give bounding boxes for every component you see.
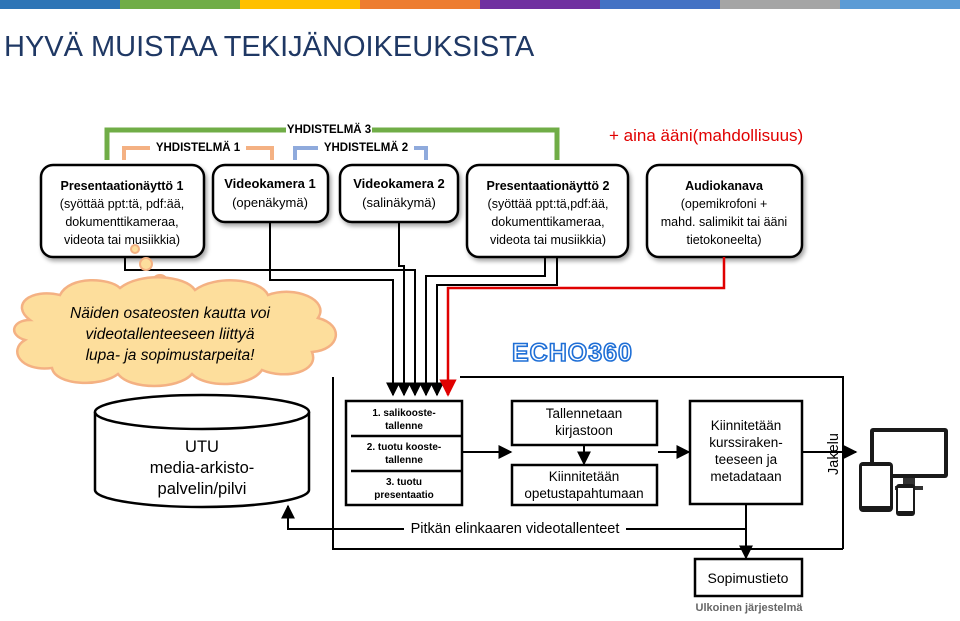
echo-frame-right: [460, 376, 844, 549]
text-line: Näiden osateosten kautta voi: [70, 305, 270, 322]
text-line: Presentaationäyttö 1: [61, 179, 184, 193]
attach-event-box: [510, 463, 659, 507]
video-camera-1-text: Videokamera 1 (openäkymä): [224, 176, 316, 210]
text-line: opetustapahtumaan: [524, 486, 643, 501]
text-line: videotallenteeseen liittyä: [86, 326, 255, 343]
accent-stripe: [0, 0, 121, 9]
presentation-screen-1-text: Presentaationäyttö 1 (syöttää ppt:tä, pdf…: [60, 179, 184, 247]
audio-arrow: [439, 257, 726, 397]
echo360-logo: ECHO360: [512, 339, 633, 367]
recordings-stack: 1. salikooste-tallenne 2. tuotu kooste-t…: [344, 399, 464, 507]
text-line: palvelin/pilvi: [158, 480, 247, 498]
text-line: kurssiraken-: [709, 435, 783, 450]
long-term-recordings-label: Pitkän elinkaaren videotallenteet: [411, 521, 620, 537]
accent-stripe: [720, 0, 841, 9]
text-line: teeseen ja: [715, 452, 778, 467]
text-line: tallenne: [385, 421, 423, 432]
distribution-label: Jakelu: [826, 433, 842, 475]
text-line: Audiokanava: [685, 179, 764, 193]
page-title: HYVÄ MUISTAA TEKIJÄNOIKEUKSISTA: [4, 31, 535, 63]
text-line: 1. salikooste-: [372, 408, 435, 419]
echo-frame-left: [332, 377, 843, 550]
audio-channel-text: Audiokanava (opemikrofoni + mahd. salimiki…: [661, 179, 787, 247]
accent-stripes: [0, 0, 960, 9]
text-line: videota tai musiikkia): [490, 233, 606, 247]
text-line: (syöttää ppt:tä, pdf:ää,: [60, 197, 184, 211]
text-line: Kiinnitetään: [549, 469, 620, 484]
video-camera-1-box: [211, 163, 330, 224]
source-connectors: [124, 222, 726, 397]
audio-note: + aina ääni(mahdollisuus): [609, 126, 803, 145]
recording-2: 2. tuotu kooste-tallenne: [367, 442, 441, 466]
text-line: 3. tuotu: [386, 477, 422, 488]
contract-info: Sopimustieto Ulkoinen järjestelmä: [693, 557, 804, 614]
process-arrows: Pitkän elinkaaren videotallenteet: [281, 445, 858, 560]
combo3-label: YHDISTELMÄ 3: [287, 123, 371, 136]
devices-icon: [859, 428, 948, 516]
archive-label: UTU media-arkisto-palvelin/pilvi: [150, 438, 255, 498]
source-boxes: Presentaationäyttö 1 (syöttää ppt:tä, pdf…: [39, 163, 804, 259]
text-line: (opemikrofoni +: [681, 197, 768, 211]
text-line: UTU: [185, 438, 219, 456]
text-line: metadataan: [710, 469, 781, 484]
archive-cylinder-body: [93, 412, 311, 509]
text-line: tietokoneelta): [686, 233, 761, 247]
text-line: Kiinnitetään: [711, 418, 782, 433]
presentation-screen-1-box: [39, 163, 206, 259]
echo360-frame: [332, 376, 844, 550]
presentation-screen-2-text: Presentaationäyttö 2 (syöttää ppt:tä,pdf:…: [487, 179, 610, 247]
video-camera-2-text: Videokamera 2 (salinäkymä): [353, 176, 445, 210]
contract-box: [693, 557, 804, 598]
accent-stripe: [240, 0, 361, 9]
text-line: (syöttää ppt:tä,pdf:ää,: [488, 197, 609, 211]
cloud-text: Näiden osateosten kautta voi videotallent…: [70, 305, 270, 364]
combo1-label: YHDISTELMÄ 1: [156, 141, 241, 154]
recording-1: 1. salikooste-tallenne: [372, 408, 435, 432]
accent-stripe: [840, 0, 960, 9]
text-line: videota tai musiikkia): [64, 233, 180, 247]
text-line: Videokamera 2: [353, 176, 445, 191]
save-library-text: Tallennetaan kirjastoon: [546, 406, 623, 438]
text-line: kirjastoon: [555, 423, 613, 438]
accent-stripe: [600, 0, 721, 9]
attach-metadata-text: Kiinnitetään kurssiraken-teeseen ja metada…: [709, 418, 783, 484]
text-line: (salinäkymä): [362, 195, 436, 210]
external-system-label: Ulkoinen järjestelmä: [696, 602, 804, 614]
accent-stripe: [360, 0, 481, 9]
text-line: mahd. salimikit tai ääni: [661, 215, 787, 229]
text-line: (openäkymä): [232, 195, 308, 210]
combination-brackets: YHDISTELMÄ 3 YHDISTELMÄ 1 YHDISTELMÄ 2: [104, 121, 560, 160]
attach-event-text: Kiinnitetään opetustapahtumaan: [524, 469, 643, 501]
contract-label: Sopimustieto: [708, 570, 789, 586]
accent-stripe: [120, 0, 241, 9]
text-line: Tallennetaan: [546, 406, 623, 421]
video-camera-2-box: [338, 163, 460, 224]
save-library-box: [510, 399, 659, 447]
process-boxes: Tallennetaan kirjastoon Kiinnitetään opetu…: [510, 399, 842, 507]
recording-3: 3. tuotu presentaatio: [374, 477, 433, 501]
text-line: dokumenttikameraa,: [491, 215, 604, 229]
text-line: Presentaationäyttö 2: [487, 179, 610, 193]
accent-stripe: [480, 0, 601, 9]
combo2-label: YHDISTELMÄ 2: [324, 141, 408, 154]
text-line: 2. tuotu kooste-: [367, 442, 441, 453]
archive-cylinder-top: [93, 393, 311, 431]
text-line: lupa- ja sopimustarpeita!: [86, 347, 256, 364]
media-archive: UTU media-arkisto-palvelin/pilvi: [93, 393, 311, 509]
text-line: tallenne: [385, 455, 423, 466]
cloud-shape: [13, 276, 337, 388]
presentation-screen-2-box: [465, 163, 630, 259]
text-line: dokumenttikameraa,: [65, 215, 178, 229]
text-line: presentaatio: [374, 490, 433, 501]
rights-cloud: Näiden osateosten kautta voi videotallent…: [13, 244, 337, 388]
text-line: media-arkisto-: [150, 459, 255, 477]
text-line: Videokamera 1: [224, 176, 316, 191]
